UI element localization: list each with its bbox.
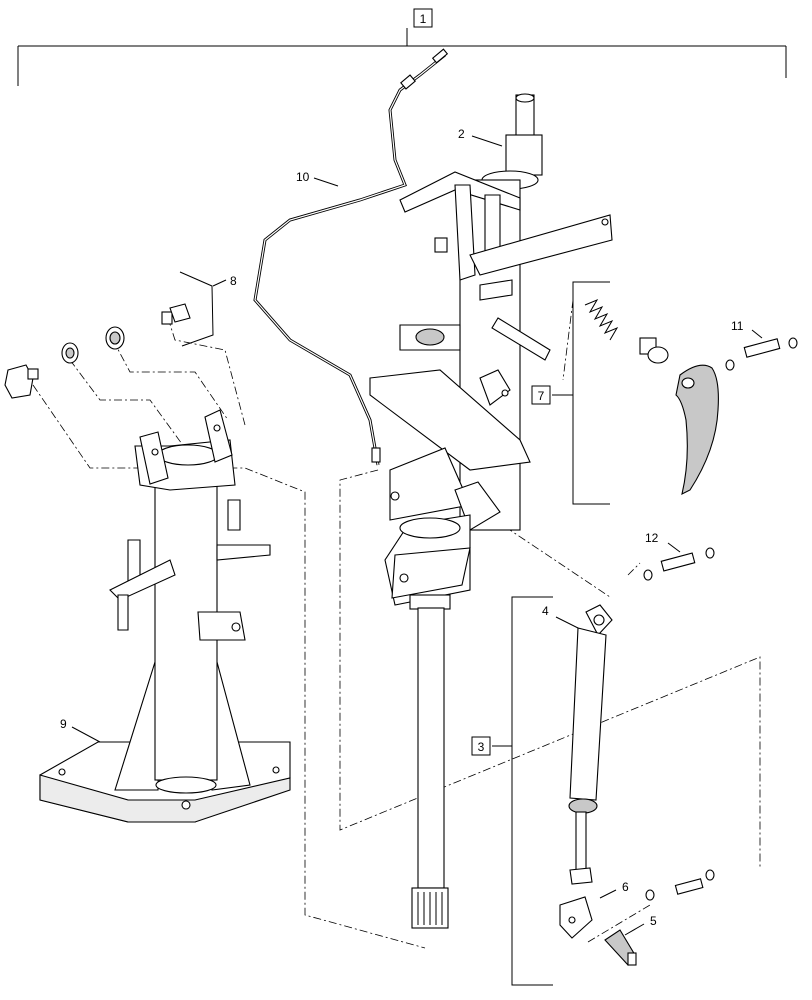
pin-part-12	[643, 547, 715, 581]
callout-6: 6	[599, 880, 629, 899]
callout-5: 5	[624, 914, 657, 936]
assembly-bracket-1	[17, 28, 787, 86]
steering-column-part-2	[369, 93, 613, 929]
callout-11: 11	[731, 319, 763, 339]
callout-3-label: 3	[478, 740, 485, 754]
callout-5-label: 5	[650, 914, 657, 928]
pedestal-base-part-9	[39, 409, 291, 823]
assembly-bracket-3: 3	[471, 596, 553, 986]
callout-11-label: 11	[731, 319, 744, 333]
clevis-part-6	[559, 869, 715, 939]
dashed-leader-lines	[32, 299, 761, 949]
callout-6-label: 6	[622, 880, 629, 894]
compression-spring	[584, 298, 619, 341]
callout-9-label: 9	[60, 717, 67, 731]
callout-4: 4	[542, 604, 579, 629]
callout-9: 9	[60, 717, 101, 743]
callout-1-label: 1	[420, 12, 427, 26]
lever-assembly-part-7	[584, 298, 719, 496]
callout-8-label: 8	[230, 274, 237, 288]
callout-1: 1	[413, 8, 433, 28]
callout-7-label: 7	[538, 389, 545, 403]
assembly-bracket-7: 7	[531, 281, 610, 505]
callout-4-label: 4	[542, 604, 549, 618]
callout-10-label: 10	[296, 170, 310, 184]
gas-strut-part-4	[568, 604, 613, 885]
callout-8: 8	[179, 271, 237, 347]
callout-2-label: 2	[458, 127, 465, 141]
clip-part-5	[604, 929, 637, 966]
cable-part-10	[253, 48, 449, 466]
callout-2: 2	[458, 127, 503, 147]
callout-10: 10	[296, 170, 339, 187]
callout-12: 12	[645, 531, 681, 553]
callout-12-label: 12	[645, 531, 659, 545]
pin-part-11	[725, 337, 798, 371]
mounting-hardware-part-8	[4, 303, 191, 399]
